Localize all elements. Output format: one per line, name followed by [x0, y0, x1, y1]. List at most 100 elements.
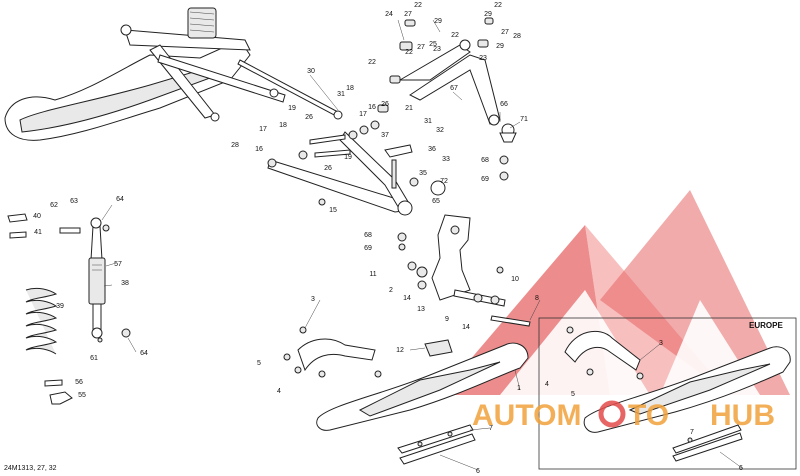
- part-callout-29: 29: [484, 11, 492, 18]
- part-callout-6: 6: [476, 468, 480, 475]
- part-callout-17: 17: [259, 126, 267, 133]
- part-callout-11: 11: [369, 271, 376, 278]
- part-callout-61: 61: [90, 355, 98, 362]
- part-callout-33: 33: [442, 156, 450, 163]
- watermark-text-b: TO: [628, 399, 669, 432]
- part-callout-16: 16: [368, 104, 376, 111]
- part-callout-3: 3: [311, 296, 315, 303]
- lower-a-arm: [267, 120, 413, 216]
- part-callout-27: 27: [417, 44, 425, 51]
- part-callout-23: 23: [433, 46, 441, 53]
- ski-handle: [424, 339, 453, 357]
- inset-title: EUROPE: [749, 321, 783, 330]
- leader-lines: [101, 19, 743, 471]
- watermark-text-c: HUB: [710, 399, 775, 432]
- part-callout-8: 8: [535, 295, 539, 302]
- part-callout-38: 38: [121, 280, 129, 287]
- part-callout-9: 9: [445, 316, 449, 323]
- part-callout-3: 3: [659, 340, 663, 347]
- part-callout-39: 39: [56, 303, 64, 310]
- part-callout-26: 26: [324, 165, 332, 172]
- part-callout-19: 19: [344, 154, 352, 161]
- part-callout-22: 22: [494, 2, 502, 9]
- part-callout-26: 26: [305, 114, 313, 121]
- sway-bar-link: [384, 144, 446, 251]
- part-callout-31: 31: [337, 91, 345, 98]
- part-callout-5: 5: [257, 360, 261, 367]
- part-callout-37: 37: [381, 132, 389, 139]
- part-callout-71: 71: [520, 116, 528, 123]
- part-callout-64: 64: [116, 196, 124, 203]
- part-callout-28: 28: [513, 33, 521, 40]
- part-callout-68: 68: [364, 232, 372, 239]
- part-callout-66: 66: [500, 101, 508, 108]
- spindle: [407, 214, 531, 327]
- ski: [316, 342, 529, 431]
- part-callout-25: 25: [429, 41, 437, 48]
- part-callout-4: 4: [277, 388, 281, 395]
- part-callout-64: 64: [140, 350, 148, 357]
- part-callout-41: 41: [34, 229, 42, 236]
- part-callout-19: 19: [288, 105, 296, 112]
- part-callout-7: 7: [489, 425, 493, 432]
- part-callout-65: 65: [432, 198, 440, 205]
- part-callout-31: 31: [424, 118, 432, 125]
- part-callout-26: 26: [381, 101, 389, 108]
- part-callout-23: 23: [479, 55, 487, 62]
- ski-leg: [283, 326, 382, 378]
- part-callout-17: 17: [359, 111, 367, 118]
- part-callout-13: 13: [417, 306, 425, 313]
- part-callout-29: 29: [496, 43, 504, 50]
- part-callout-22: 22: [368, 59, 376, 66]
- shock-absorber: [59, 217, 131, 343]
- part-callout-22: 22: [405, 49, 413, 56]
- part-callout-67: 67: [450, 85, 458, 92]
- part-callout-29: 29: [434, 18, 442, 25]
- part-callout-12: 12: [396, 347, 404, 354]
- part-callout-2: 2: [389, 287, 393, 294]
- europe-inset: EUROPE: [538, 317, 797, 470]
- part-callout-6: 6: [739, 465, 743, 472]
- part-callout-28: 28: [231, 142, 239, 149]
- rear-ski-frame-assembly: [4, 7, 343, 141]
- coil-spring: [25, 287, 58, 355]
- part-callout-1: 1: [517, 385, 521, 392]
- part-callout-15: 15: [329, 207, 337, 214]
- part-callout-72: 72: [440, 178, 448, 185]
- drawing-reference-id: 24M1313, 27, 32: [4, 465, 57, 472]
- part-callout-69: 69: [481, 176, 489, 183]
- part-callout-10: 10: [511, 276, 519, 283]
- part-callout-62: 62: [50, 202, 58, 209]
- part-callout-40: 40: [33, 213, 41, 220]
- part-callout-68: 68: [481, 157, 489, 164]
- watermark-text-a: AUTOM: [472, 399, 581, 432]
- part-callout-4: 4: [545, 381, 549, 388]
- ball-joint: [499, 123, 517, 181]
- part-callout-22: 22: [414, 2, 422, 9]
- part-callout-57: 57: [114, 261, 122, 268]
- part-callout-63: 63: [70, 198, 78, 205]
- part-callout-27: 27: [404, 11, 412, 18]
- part-callout-35: 35: [419, 170, 427, 177]
- upper-a-arm: [377, 17, 501, 126]
- part-callout-55: 55: [78, 392, 86, 399]
- part-callout-36: 36: [428, 146, 436, 153]
- part-callout-5: 5: [571, 391, 575, 398]
- part-callout-24: 24: [385, 11, 393, 18]
- watermark-text: AUTOM TO HUB: [472, 399, 775, 432]
- part-callout-30: 30: [307, 68, 315, 75]
- part-callout-18: 18: [346, 85, 354, 92]
- part-callout-18: 18: [279, 122, 287, 129]
- part-callout-14: 14: [403, 295, 411, 302]
- part-callout-21: 21: [405, 105, 413, 112]
- ski-runner: [397, 424, 476, 465]
- part-callout-32: 32: [436, 127, 444, 134]
- part-callout-16: 16: [255, 146, 263, 153]
- small-brackets: [7, 213, 73, 405]
- part-callout-22: 22: [451, 32, 459, 39]
- part-callout-14: 14: [462, 324, 470, 331]
- part-callout-27: 27: [501, 29, 509, 36]
